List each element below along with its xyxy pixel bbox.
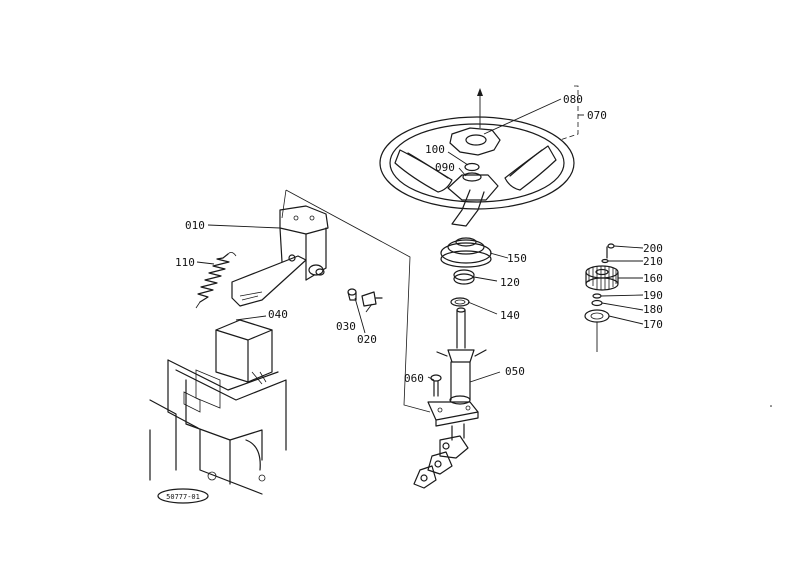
callout-labels: 010 020 030 040 050 060 070 080 090 100 … — [175, 93, 663, 385]
callout-030: 030 — [336, 320, 356, 333]
lower-chassis — [149, 319, 287, 495]
callout-100: 100 — [425, 143, 445, 156]
callout-150: 150 — [507, 252, 527, 265]
leader-lines — [196, 98, 644, 383]
callout-210: 210 — [643, 255, 663, 268]
drawing-tag: 50777-01 — [157, 488, 209, 504]
callout-040: 040 — [268, 308, 288, 321]
callout-120: 120 — [500, 276, 520, 289]
callout-200: 200 — [643, 242, 663, 255]
steering-column — [413, 307, 487, 489]
callout-080: 080 — [563, 93, 583, 106]
callout-140: 140 — [500, 309, 520, 322]
callout-010: 010 — [185, 219, 205, 232]
callout-070: 070 — [587, 109, 607, 122]
steering-wheel — [379, 85, 579, 227]
callout-020: 020 — [357, 333, 377, 346]
pedal-bracket — [231, 205, 329, 307]
callout-110: 110 — [175, 256, 195, 269]
drawing-tag-text: 50777-01 — [166, 493, 200, 501]
column-cover-parts — [440, 237, 492, 307]
callout-090: 090 — [435, 161, 455, 174]
callout-060: 060 — [404, 372, 424, 385]
bolts-020-030 — [347, 288, 383, 307]
callout-050: 050 — [505, 365, 525, 378]
callout-180: 180 — [643, 303, 663, 316]
callout-170: 170 — [643, 318, 663, 331]
callout-160: 160 — [643, 272, 663, 285]
callout-190: 190 — [643, 289, 663, 302]
speck — [770, 405, 772, 407]
right-side-parts — [584, 243, 619, 352]
assembly-outline — [281, 189, 431, 413]
spring — [195, 252, 237, 309]
